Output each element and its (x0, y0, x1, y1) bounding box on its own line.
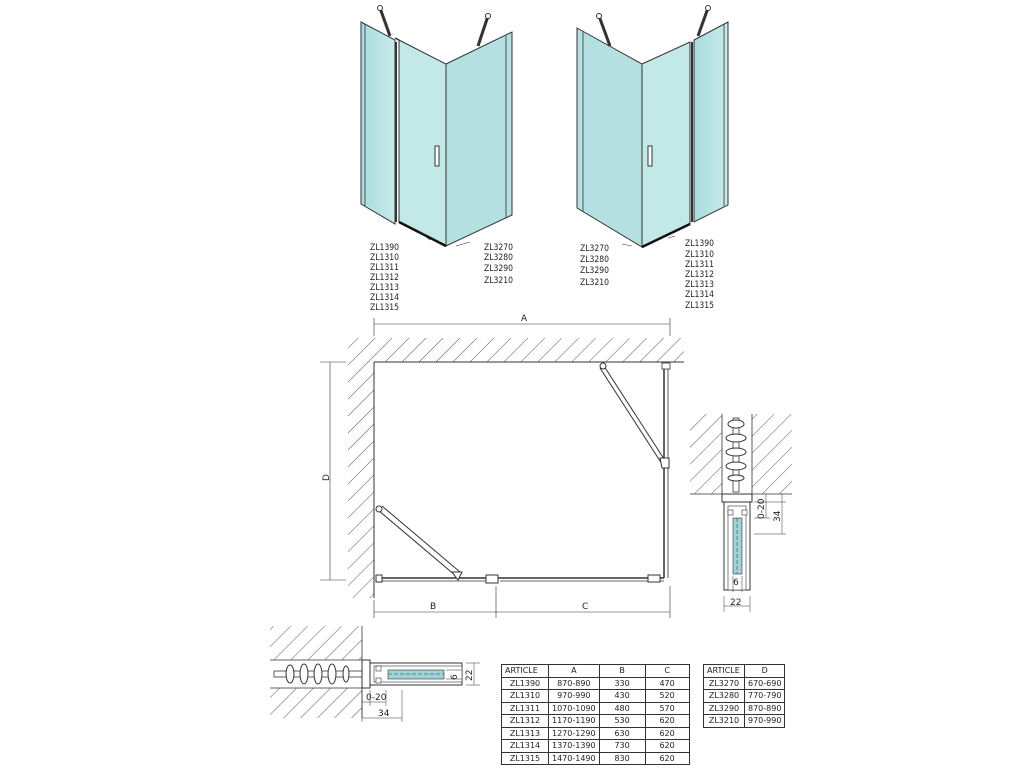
detail-bottom-width: 22 (465, 670, 475, 681)
article-cell: ZL1313 (501, 726, 549, 740)
dimension-a-label: A (521, 314, 528, 324)
detail-right-depth: 34 (773, 510, 783, 522)
door-code-left: ZL1315 (370, 303, 399, 313)
article-cell: ZL1315 (501, 751, 549, 765)
b-cell: 480 (598, 701, 646, 715)
shower-view-left (360, 5, 513, 248)
door-code-right: ZL1315 (685, 301, 714, 311)
table-row: ZL1310 970-990 430 520 (501, 689, 690, 703)
profile-detail-vertical (690, 414, 792, 612)
wall-code-right: ZL3290 (580, 266, 609, 276)
article-cell: ZL3210 (703, 714, 745, 728)
door-code-right: ZL1390 (685, 239, 714, 249)
table-row: ZL3290 870-890 (703, 701, 786, 715)
table-row: ZL1315 1470-1490 830 620 (501, 751, 690, 765)
article-cell: ZL1310 (501, 689, 549, 703)
dimension-b-label: B (430, 602, 436, 612)
table-row: ZL1311 1070-1090 480 570 (501, 701, 690, 715)
a-cell: 1070-1090 (548, 701, 600, 715)
d-cell: 770-790 (743, 689, 786, 703)
dimension-d-label: D (322, 474, 332, 481)
profile-detail-horizontal (270, 626, 480, 722)
detail-bottom-glass: 6 (450, 674, 460, 680)
a-cell: 1370-1390 (548, 739, 600, 753)
c-cell: 620 (644, 739, 690, 753)
door-code-right: ZL1313 (685, 280, 714, 290)
c-cell: 520 (644, 689, 690, 703)
detail-right-glass: 6 (733, 578, 739, 588)
table-row: ZL1314 1370-1390 730 620 (501, 739, 690, 753)
shower-view-right (576, 5, 729, 249)
wall-dimension-table: ARTICLE D ZL3270 670-690 ZL3280 770-790 … (703, 664, 786, 728)
header-article: ARTICLE (501, 664, 549, 678)
wall-code-right: ZL3270 (580, 244, 609, 254)
a-cell: 870-890 (548, 676, 600, 690)
header-d: D (743, 664, 786, 678)
a-cell: 970-990 (548, 689, 600, 703)
table-row: ZL1390 870-890 330 470 (501, 676, 690, 690)
table-row: ZL1312 1170-1190 530 620 (501, 714, 690, 728)
detail-bottom-adjust: 0-20 (366, 693, 387, 703)
c-cell: 620 (644, 726, 690, 740)
door-code-left: ZL1314 (370, 293, 399, 303)
detail-bottom-depth: 34 (378, 709, 390, 719)
b-cell: 730 (598, 739, 646, 753)
dimension-c-label: C (582, 602, 588, 612)
d-cell: 970-990 (743, 714, 786, 728)
article-cell: ZL1312 (501, 714, 549, 728)
table-row: ZL3270 670-690 (703, 676, 786, 690)
detail-right-adjust: 0-20 (757, 498, 767, 519)
a-cell: 1170-1190 (548, 714, 600, 728)
a-cell: 1270-1290 (548, 726, 600, 740)
header-a: A (548, 664, 600, 678)
article-cell: ZL3280 (703, 689, 745, 703)
table-header-row: ARTICLE D (703, 664, 786, 678)
door-code-right: ZL1310 (685, 250, 714, 260)
dimension-table: ARTICLE A B C ZL1390 870-890 330 470 ZL1… (501, 664, 690, 765)
door-code-left: ZL1310 (370, 253, 399, 263)
table-row: ZL3280 770-790 (703, 689, 786, 703)
floor-plan (320, 318, 684, 618)
b-cell: 430 (598, 689, 646, 703)
wall-code-right: ZL3210 (580, 278, 609, 288)
door-code-right: ZL1311 (685, 260, 714, 270)
a-cell: 1470-1490 (548, 751, 600, 765)
article-cell: ZL3290 (703, 701, 745, 715)
article-cell: ZL1314 (501, 739, 549, 753)
door-code-right: ZL1312 (685, 270, 714, 280)
detail-right-width: 22 (730, 598, 741, 608)
door-code-left: ZL1390 (370, 243, 399, 253)
door-code-right: ZL1314 (685, 290, 714, 300)
d-cell: 870-890 (743, 701, 786, 715)
c-cell: 570 (644, 701, 690, 715)
wall-code-left: ZL3280 (484, 253, 513, 263)
table-row: ZL1313 1270-1290 630 620 (501, 726, 690, 740)
c-cell: 470 (644, 676, 690, 690)
article-cell: ZL3270 (703, 676, 745, 690)
c-cell: 620 (644, 714, 690, 728)
table-row: ZL3210 970-990 (703, 714, 786, 728)
c-cell: 620 (644, 751, 690, 765)
header-c: C (644, 664, 690, 678)
door-code-left: ZL1313 (370, 283, 399, 293)
header-b: B (598, 664, 646, 678)
article-cell: ZL1390 (501, 676, 549, 690)
b-cell: 330 (598, 676, 646, 690)
b-cell: 830 (598, 751, 646, 765)
door-code-left: ZL1311 (370, 263, 399, 273)
wall-code-left: ZL3270 (484, 243, 513, 253)
b-cell: 530 (598, 714, 646, 728)
wall-code-right: ZL3280 (580, 255, 609, 265)
b-cell: 630 (598, 726, 646, 740)
d-cell: 670-690 (743, 676, 786, 690)
article-cell: ZL1311 (501, 701, 549, 715)
door-code-left: ZL1312 (370, 273, 399, 283)
wall-code-left: ZL3210 (484, 276, 513, 286)
header-article: ARTICLE (703, 664, 745, 678)
wall-code-left: ZL3290 (484, 264, 513, 274)
table-header-row: ARTICLE A B C (501, 664, 690, 678)
